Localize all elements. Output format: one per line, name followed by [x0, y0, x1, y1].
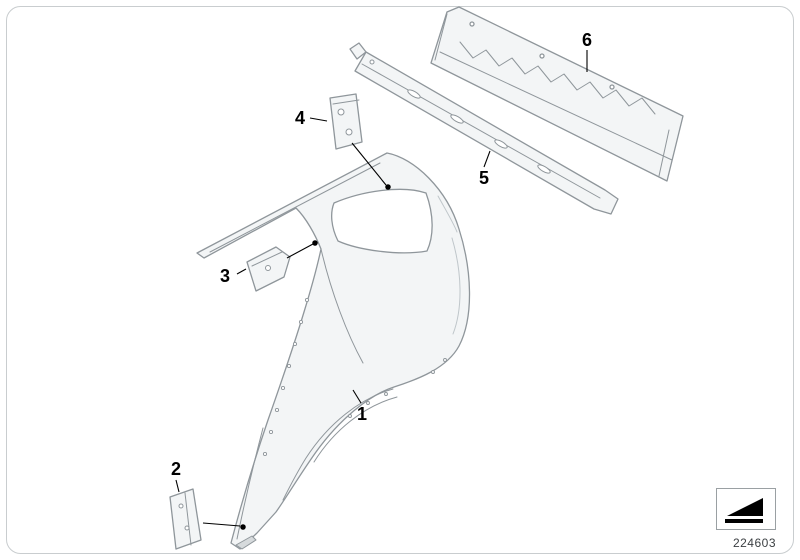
leader-lines [175, 50, 588, 530]
callout-1[interactable]: 1 [356, 404, 368, 424]
leader-line-5 [483, 150, 491, 168]
leader-line-4a [309, 117, 328, 122]
leader-line-2a [175, 479, 180, 493]
diagram-number: 224603 [732, 536, 776, 550]
stamp-box [716, 488, 776, 530]
part-3-bracket [246, 246, 291, 292]
part-2-bracket [169, 488, 202, 550]
part-4-bracket [329, 93, 363, 150]
leader-line-3a [236, 268, 247, 275]
part-6-rear-panel [430, 6, 684, 182]
callout-6[interactable]: 6 [581, 30, 593, 50]
leader-line-3b [286, 243, 314, 259]
leader-line-1 [352, 389, 362, 404]
part-5-cross-rail [349, 42, 619, 215]
callout-5[interactable]: 5 [478, 168, 490, 188]
callout-2[interactable]: 2 [170, 459, 182, 479]
part-1-quarter-panel [196, 152, 471, 550]
callout-3[interactable]: 3 [219, 266, 231, 286]
leader-line-4b [351, 142, 387, 186]
leader-line-2b [202, 522, 241, 527]
wedge-ramp-icon [725, 498, 763, 523]
callout-4[interactable]: 4 [294, 108, 306, 128]
